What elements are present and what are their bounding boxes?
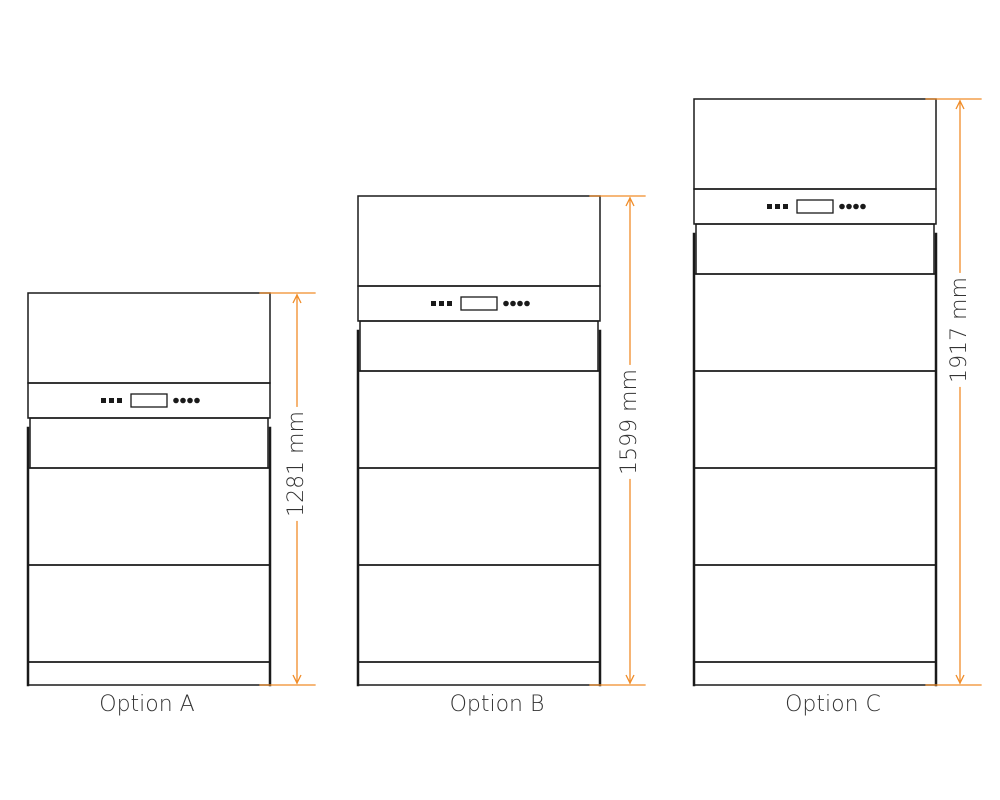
option-c-controller-band (693, 188, 937, 225)
option-c-battery-module (693, 467, 937, 566)
option-a-display-screen (130, 393, 168, 408)
option-c-dimension-arrow-top (955, 99, 965, 110)
option-b-base-plinth (357, 661, 601, 686)
option-c-control-button (839, 203, 845, 210)
option-c-status-led (783, 204, 788, 209)
option-b-status-led (431, 301, 436, 306)
option-a-control-button (180, 397, 186, 404)
option-b-battery-module (357, 564, 601, 663)
option-c-control-button (853, 203, 859, 210)
option-b-top-cover (357, 195, 601, 287)
option-c-height-label: 1917 mm (945, 273, 975, 387)
option-a-control-button (173, 397, 179, 404)
option-c-battery-module (693, 370, 937, 469)
option-b-status-led (447, 301, 452, 306)
option-a-label: Option A (99, 692, 195, 717)
option-a-controller-band (27, 382, 271, 419)
option-a-dimension-arrow-bottom (292, 674, 302, 685)
option-a-status-led (109, 398, 114, 403)
option-b-dimension-arrow-bottom (625, 674, 635, 685)
option-c-connector-section (695, 223, 935, 275)
option-b-status-led (439, 301, 444, 306)
option-b-connector-section (359, 320, 599, 372)
option-c-status-led (767, 204, 772, 209)
option-c-battery-module (693, 273, 937, 372)
option-a-top-cover (27, 292, 271, 384)
option-b-display-screen (460, 296, 498, 311)
option-b-label: Option B (449, 692, 545, 717)
option-b-control-button (503, 300, 509, 307)
option-a-base-plinth (27, 661, 271, 686)
option-b-control-button (517, 300, 523, 307)
option-b-height-label: 1599 mm (615, 365, 645, 479)
option-c-base-plinth (693, 661, 937, 686)
option-c-status-led (775, 204, 780, 209)
option-a-connector-section (29, 417, 269, 469)
option-a-dimension-arrow-top (292, 293, 302, 304)
option-c-label: Option C (785, 692, 881, 717)
option-a-battery-module (27, 564, 271, 663)
option-b-dimension-arrow-top (625, 196, 635, 207)
option-a-status-led (101, 398, 106, 403)
option-c-control-button (860, 203, 866, 210)
option-b-battery-module (357, 467, 601, 566)
option-a-status-led (117, 398, 122, 403)
option-a-control-button (194, 397, 200, 404)
option-c-battery-module (693, 564, 937, 663)
option-b-battery-module (357, 370, 601, 469)
option-a-control-button (187, 397, 193, 404)
option-a-height-label: 1281 mm (282, 407, 312, 521)
option-c-top-cover (693, 98, 937, 190)
option-b-controller-band (357, 285, 601, 322)
option-c-dimension-arrow-bottom (955, 674, 965, 685)
option-a-battery-module (27, 467, 271, 566)
option-b-control-button (510, 300, 516, 307)
option-b-control-button (524, 300, 530, 307)
option-c-control-button (846, 203, 852, 210)
option-c-display-screen (796, 199, 834, 214)
